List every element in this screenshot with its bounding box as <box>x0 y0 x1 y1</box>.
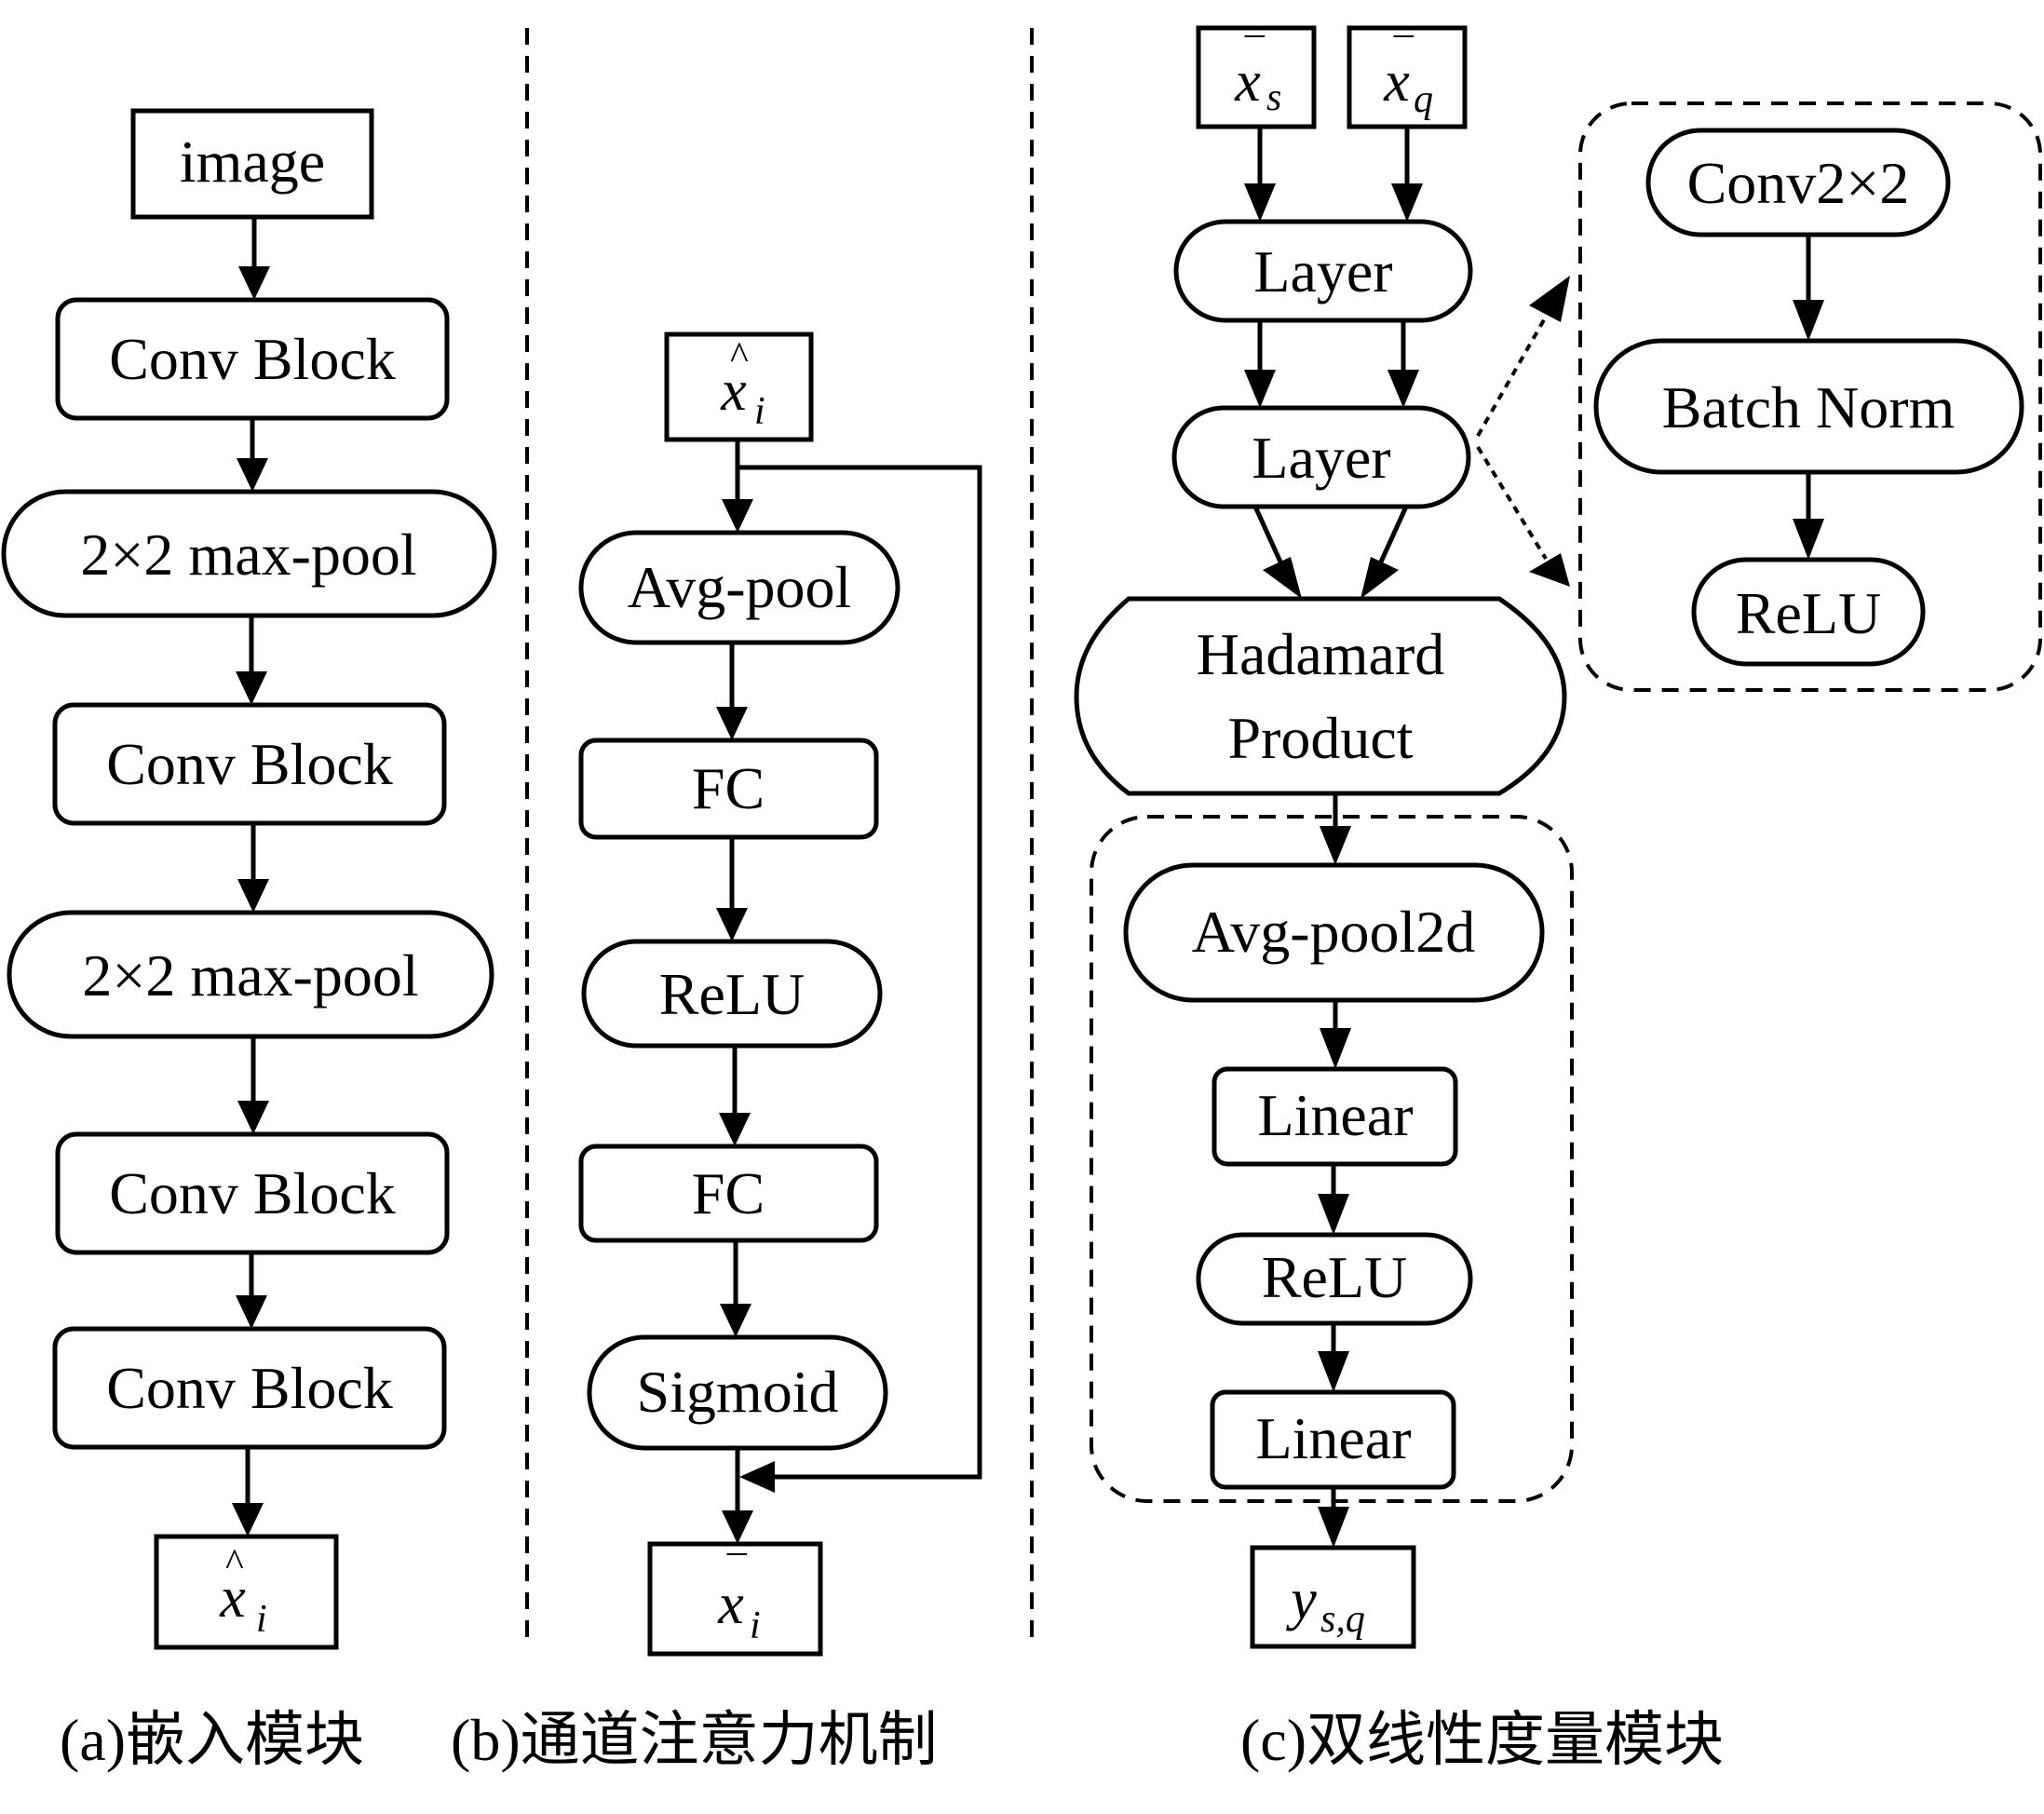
hadamard-label-line2: Product <box>1227 705 1413 771</box>
linear-2-label: Linear <box>1256 1405 1412 1471</box>
svg-text:¯: ¯ <box>1391 32 1415 74</box>
conv-block-2 <box>52 702 447 826</box>
hadamard-product-node <box>1074 596 1567 796</box>
layer-detail-arrows <box>1793 235 1824 560</box>
support-input-box <box>1196 25 1317 129</box>
embedding-output-symbol: ^ x i <box>219 1542 266 1641</box>
similarity-output-symbol: y s,q <box>1285 1568 1365 1641</box>
svg-text:x: x <box>1234 50 1261 114</box>
sigmoid-label: Sigmoid <box>637 1359 839 1425</box>
head-relu-label: ReLU <box>1262 1244 1407 1310</box>
panel-c-input-arrows <box>1244 127 1423 599</box>
linear-1-label: Linear <box>1258 1082 1414 1148</box>
skip-connection <box>738 465 982 1480</box>
maxpool-2-label: 2×2 max-pool <box>82 942 418 1009</box>
conv-block-3-label: Conv Block <box>109 1160 396 1226</box>
query-input-symbol: ¯ x q <box>1383 32 1433 121</box>
hadamard-label-line1: Hadamard <box>1197 621 1445 687</box>
caption-b: (b)通道注意力机制 <box>451 1707 938 1773</box>
image-input-box <box>130 108 374 220</box>
panel-c-head-arrows <box>1318 793 1351 1548</box>
svg-text:i: i <box>754 390 765 433</box>
relu-label: ReLU <box>659 961 805 1027</box>
svg-text:i: i <box>256 1598 267 1641</box>
svg-text:¯: ¯ <box>724 1550 748 1592</box>
fc-1-node <box>578 738 879 840</box>
layer-2-label: Layer <box>1252 425 1390 491</box>
fc-2-node <box>578 1144 879 1243</box>
panel-b-arrows <box>716 440 753 1544</box>
maxpool-2 <box>7 910 494 1039</box>
conv2x2-node <box>1645 128 1951 237</box>
layer-1-label: Layer <box>1253 238 1392 305</box>
svg-text:^: ^ <box>729 335 749 378</box>
panel-c-bilinear-metric: ¯ x s ¯ x q Layer Layer Hadamard Product… <box>1074 25 2042 1773</box>
svg-text:s,q: s,q <box>1320 1598 1365 1641</box>
attention-input-box <box>664 332 814 442</box>
avg-pool2d-label: Avg-pool2d <box>1192 899 1476 965</box>
fc-1-label: FC <box>692 755 765 821</box>
similarity-output-box <box>1250 1545 1416 1649</box>
svg-text:q: q <box>1414 78 1433 121</box>
svg-text:y: y <box>1285 1568 1317 1631</box>
caption-a: (a)嵌入模块 <box>60 1707 364 1773</box>
detail-relu-label: ReLU <box>1736 580 1881 646</box>
maxpool-1-label: 2×2 max-pool <box>80 521 416 588</box>
avg-pool-node <box>578 530 900 645</box>
panel-b-channel-attention: ^ x i Avg-pool FC ReLU FC Sigmoid ¯ x i … <box>451 332 982 1773</box>
conv-block-4-label: Conv Block <box>106 1355 393 1421</box>
image-input-label: image <box>180 129 325 195</box>
layer-1-node <box>1173 219 1473 323</box>
svg-text:x: x <box>219 1566 246 1630</box>
layer-expansion-arrows <box>1476 276 1570 587</box>
conv-block-2-label: Conv Block <box>106 731 393 797</box>
conv2x2-label: Conv2×2 <box>1687 150 1910 216</box>
caption-c: (c)双线性度量模块 <box>1240 1707 1724 1773</box>
layer-detail-group <box>1578 102 2042 692</box>
attention-output-box <box>647 1541 823 1657</box>
attention-output-symbol: ¯ x i <box>717 1550 760 1647</box>
layer-2-node <box>1171 405 1471 509</box>
svg-text:¯: ¯ <box>1242 32 1266 74</box>
fc-2-label: FC <box>692 1160 765 1226</box>
support-input-symbol: ¯ x s <box>1234 32 1281 119</box>
panel-a-embedding-module: image Conv Block 2×2 max-pool Conv Block… <box>1 108 497 1773</box>
avg-pool-label: Avg-pool <box>628 554 852 620</box>
svg-text:i: i <box>750 1604 761 1647</box>
conv-block-1-label: Conv Block <box>109 326 396 392</box>
query-input-box <box>1347 25 1468 129</box>
embedding-output-box <box>154 1534 339 1650</box>
svg-text:^: ^ <box>224 1542 244 1585</box>
batch-norm-label: Batch Norm <box>1662 374 1956 440</box>
attention-input-symbol: ^ x i <box>720 335 765 433</box>
skip-connection-arrowhead <box>739 1461 775 1493</box>
svg-text:x: x <box>1383 50 1410 114</box>
svg-text:x: x <box>717 1573 744 1636</box>
panel-a-arrows <box>232 217 270 1536</box>
svg-text:s: s <box>1266 76 1281 119</box>
svg-text:x: x <box>720 359 747 423</box>
